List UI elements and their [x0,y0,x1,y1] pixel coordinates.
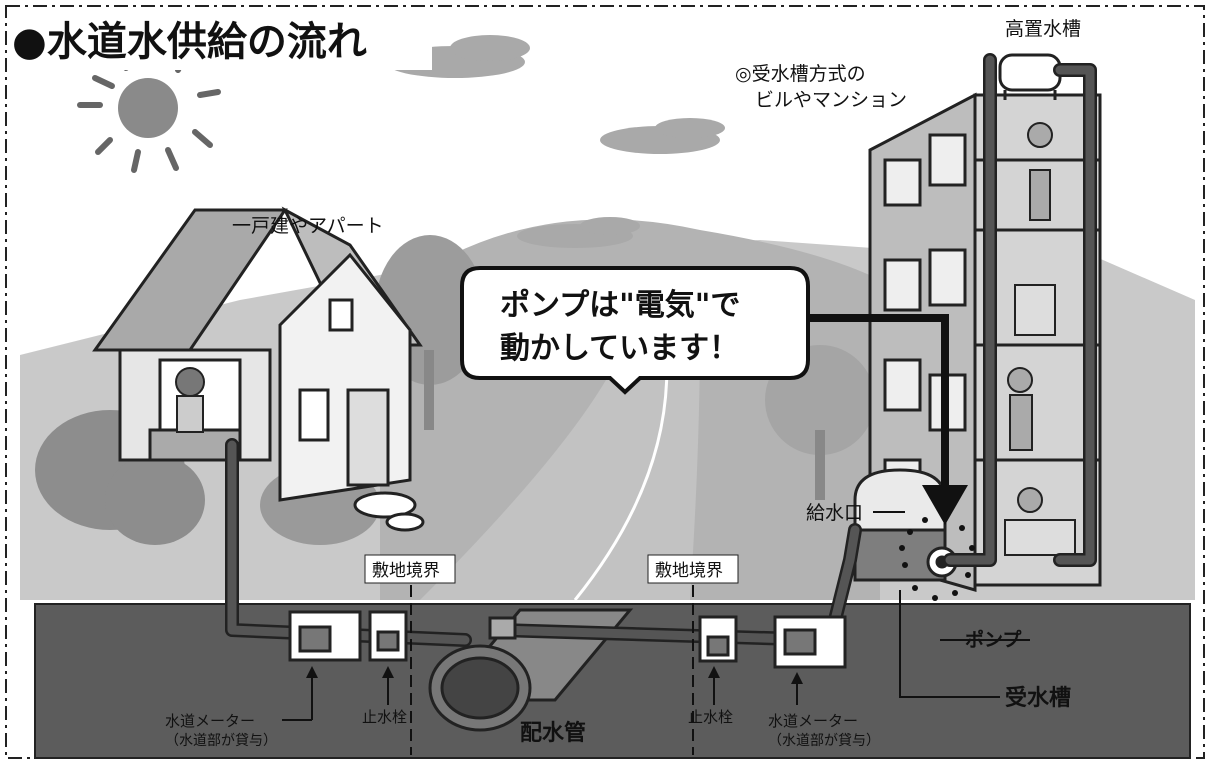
callout-line-1: ポンプは"電気"で [500,288,740,323]
page-title: ●水道水供給の流れ [12,19,367,65]
leader-arrowheads [306,666,803,684]
clouds [385,35,725,248]
house [92,206,423,502]
label-receiving-tank: 受水槽 [1005,685,1071,711]
label-meter-left-2: （水道部が貸与） [165,733,277,749]
boundary-left-backdrop [364,554,456,584]
person-washing-icon [175,367,205,433]
callout-line-2: 動かしています！ [500,331,739,366]
label-building-type-1: ◎受水槽方式の [735,63,866,85]
meter-boxes [288,610,847,669]
boundary-right-backdrop [647,554,739,584]
label-stopcock-left: 止水栓 [362,708,407,726]
residents-icons [1004,122,1076,556]
callout-bubble [460,266,810,395]
label-water-inlet: 給水口 [806,502,863,524]
road [420,330,700,600]
label-meter-right-2: （水道部が貸与） [768,733,880,749]
label-house-type: 一戸建やアパート [232,215,384,237]
label-distribution-pipe: 配水管 [520,720,586,746]
label-elevated-tank: 高置水槽 [1005,18,1081,40]
callout-arrow [808,314,968,525]
label-pump: ポンプ [965,628,1022,651]
elevated-tank [998,53,1062,100]
stopcock-box-left [368,610,408,662]
manholes [353,491,425,532]
label-building-type-2: ビルやマンション [755,89,907,111]
label-boundary-right: 敷地境界 [655,561,723,581]
label-meter-right-1: 水道メーター [768,712,858,730]
label-stopcock-right: 止水栓 [688,708,733,726]
label-meter-left-1: 水道メーター [165,712,255,730]
title-backdrop [10,12,432,70]
label-boundary-left: 敷地境界 [372,561,440,581]
